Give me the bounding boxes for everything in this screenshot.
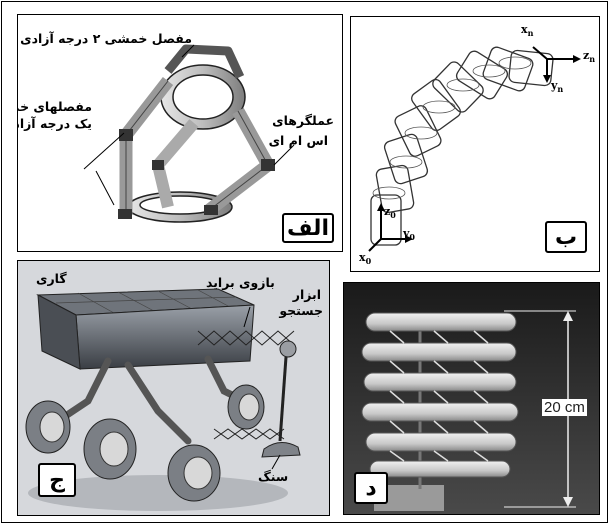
label-one-dof-joints-line2: یک درجه آزادی [17, 116, 92, 132]
label-cart: گاری [36, 271, 67, 287]
axis-zn: zn [583, 49, 595, 64]
label-probe-line1: ابزار [293, 287, 321, 303]
label-rock: سنگ [258, 469, 288, 485]
axis-xn: xn [521, 23, 533, 38]
panel-tag-be: ب [545, 221, 587, 253]
dimension-label: 20 cm [542, 399, 587, 416]
label-probe-line2: جستجو [279, 303, 323, 319]
panel-dal: 20 cm د [343, 282, 600, 515]
label-one-dof-joints-line1: مفصلهای خمشی [17, 99, 92, 115]
label-braid-arm: بازوی براید [206, 275, 275, 291]
axis-z0: z0 [384, 205, 396, 220]
panel-alef: مفصل خمشی ۲ درجه آزادی مفصلهای خمشی یک د… [17, 14, 343, 252]
axis-y0: y0 [403, 227, 415, 242]
panel-be: xn zn yn z0 y0 x0 ب [350, 16, 600, 272]
label-sma-actuators-line1: عملگرهای [272, 113, 334, 129]
axis-x0: x0 [359, 251, 371, 266]
label-two-dof-joint: مفصل خمشی ۲ درجه آزادی [20, 31, 192, 47]
label-sma-actuators-line2: اس ام ای [269, 133, 328, 149]
panel-jim: گاری بازوی براید ابزار جستجو سنگ ج [17, 260, 330, 516]
panel-tag-alef: الف [282, 213, 334, 243]
panel-tag-dal: د [354, 472, 388, 504]
axis-yn: yn [551, 79, 563, 94]
panel-tag-jim: ج [38, 463, 76, 497]
